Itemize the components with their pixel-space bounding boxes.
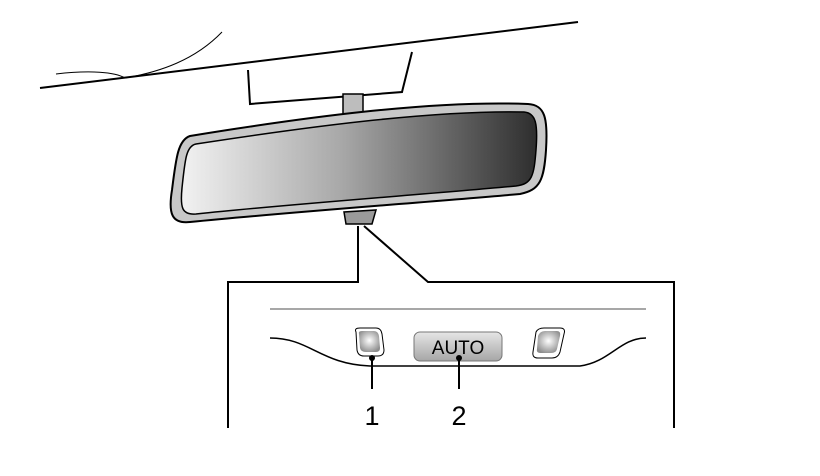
callout-number-1: 1: [364, 401, 379, 431]
mirror-mount: [247, 51, 413, 106]
callout-1: 1: [364, 355, 380, 431]
indicator-light: [355, 327, 385, 357]
detail-callout-frame: [227, 225, 675, 428]
mirror: [169, 102, 548, 225]
auto-button[interactable]: AUTO: [413, 331, 503, 362]
mirror-stem: [342, 93, 364, 115]
callout-2: 2: [451, 355, 467, 431]
housing-outline: [269, 337, 647, 367]
auto-button-label: AUTO: [432, 338, 484, 359]
sensor-nub: [343, 209, 378, 225]
callout-number-2: 2: [451, 401, 466, 431]
roof-outline: [39, 21, 579, 89]
indicator-light-right: [532, 327, 565, 359]
